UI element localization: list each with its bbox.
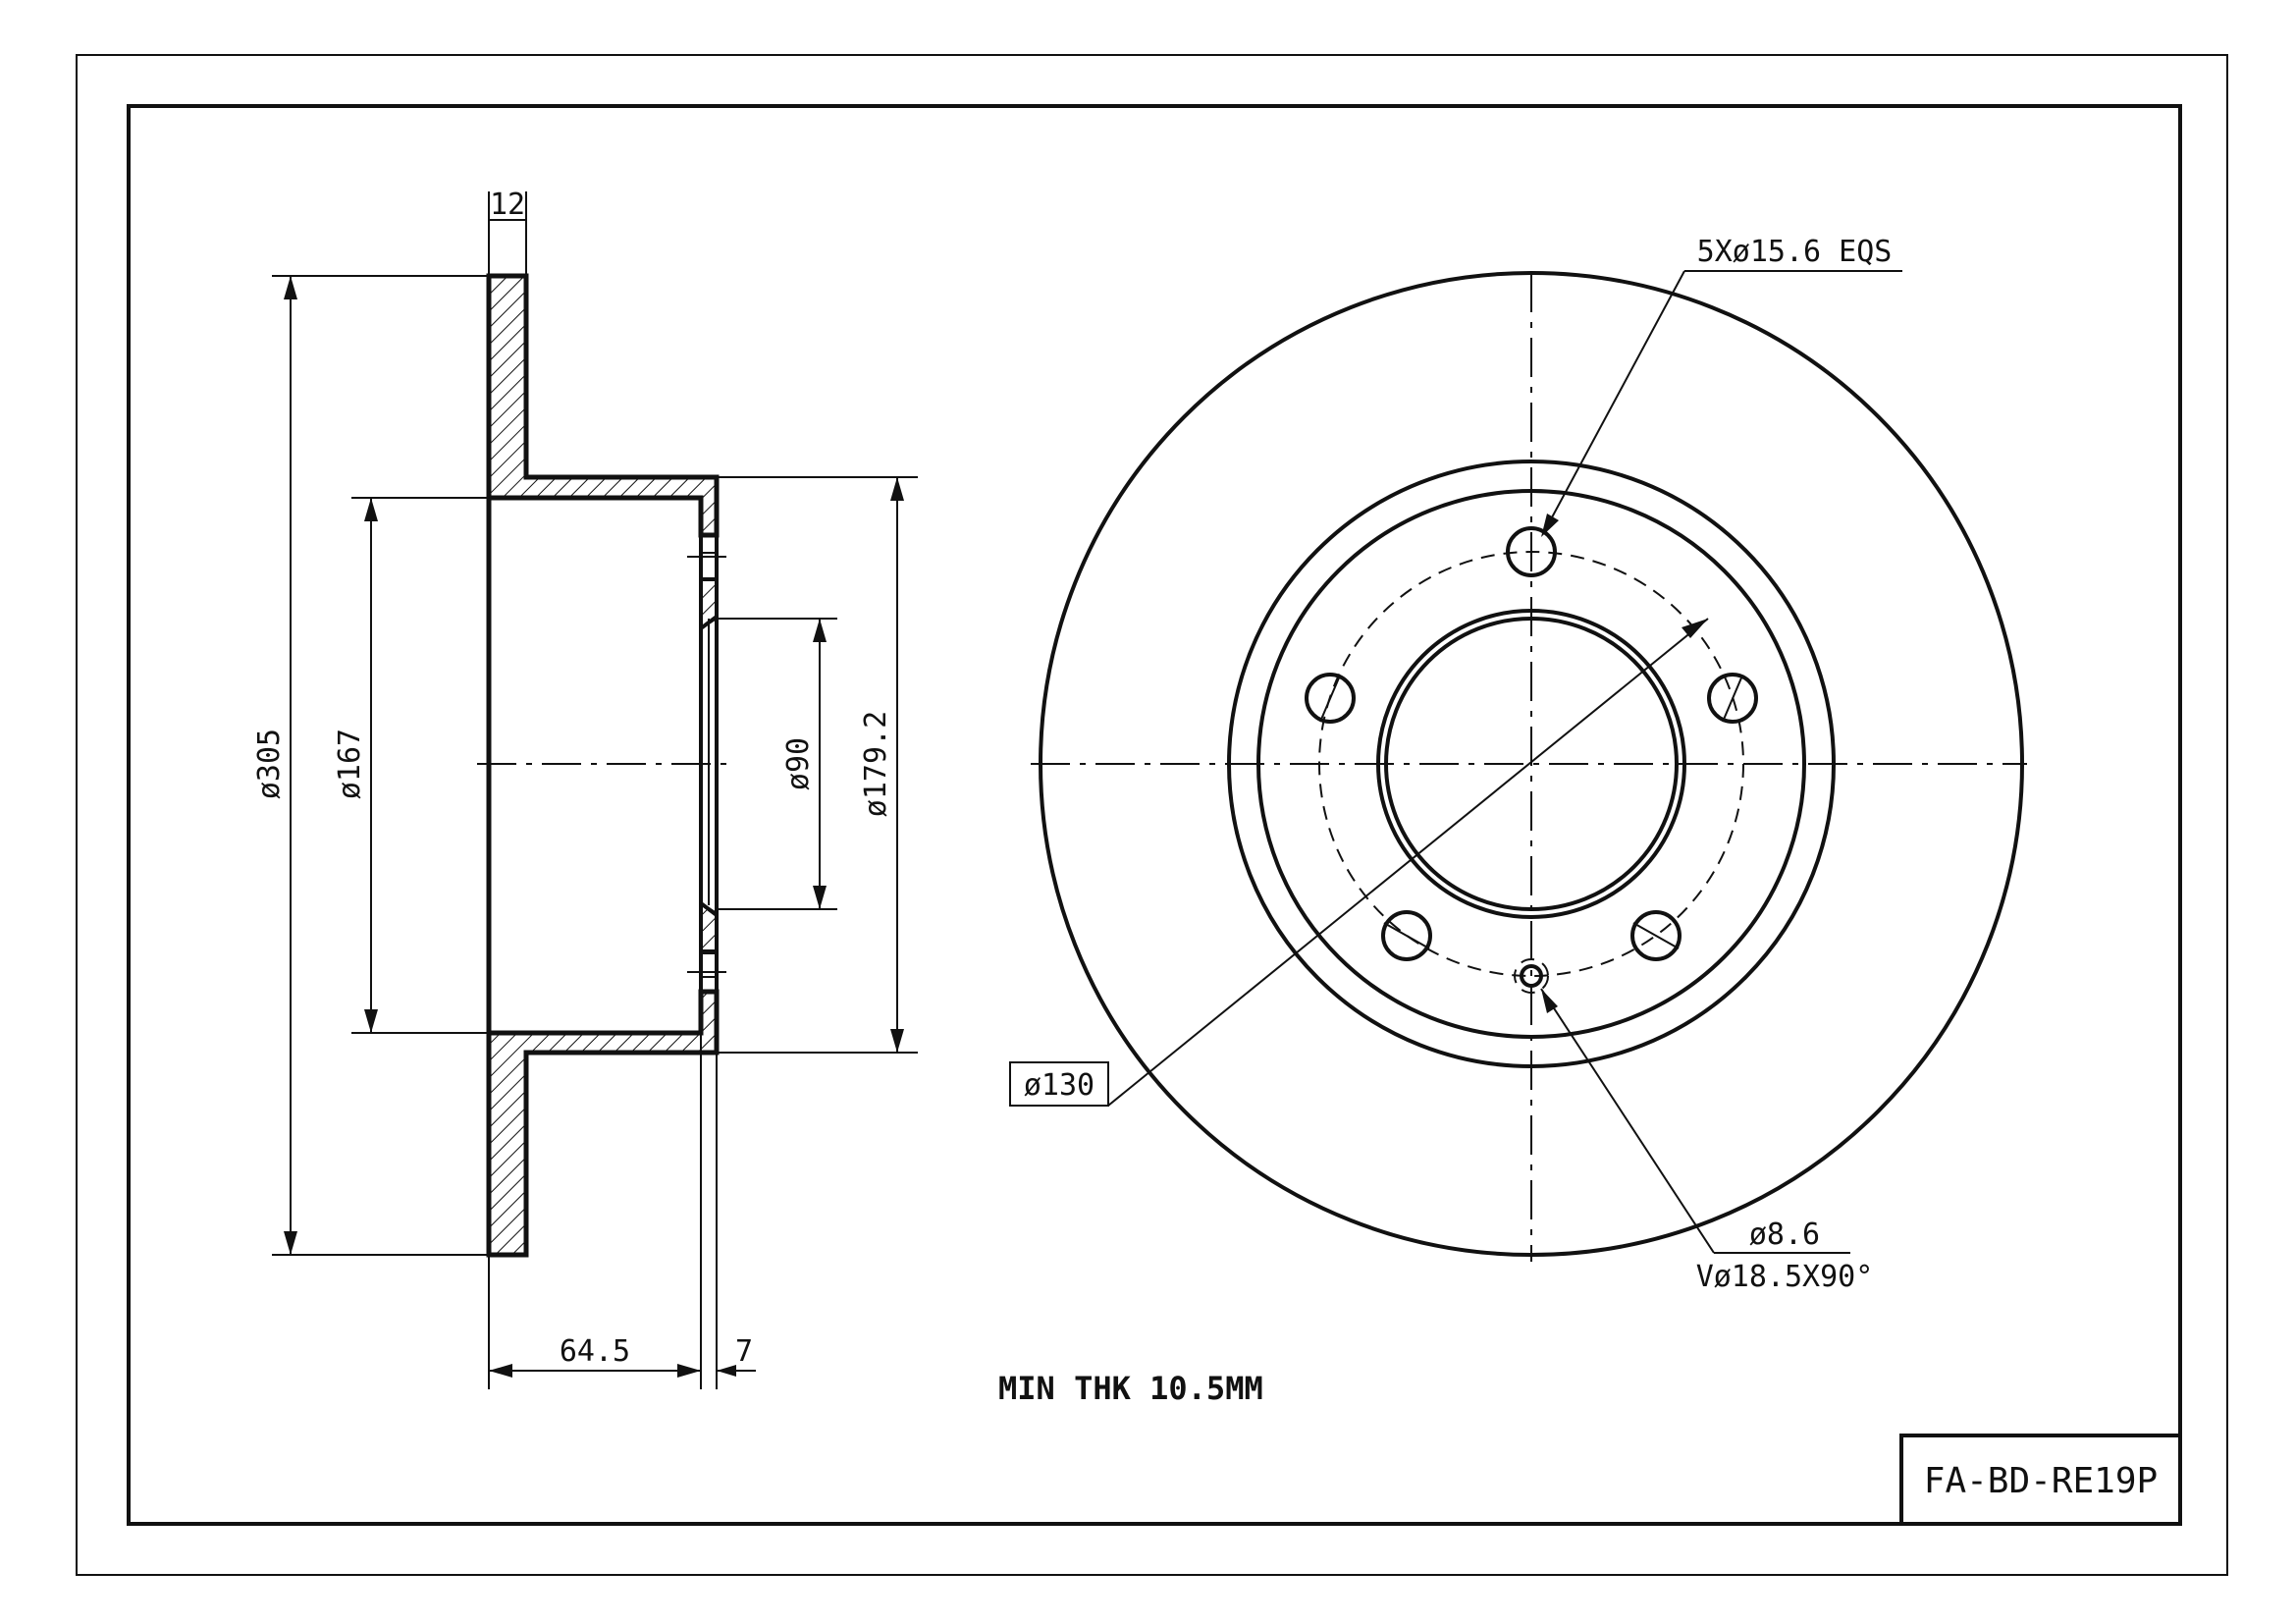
center-bore-outer: [1376, 609, 1686, 919]
bolt-hole: [1707, 673, 1758, 724]
title-box: [1899, 1434, 2182, 1526]
section-outline-bottom: [486, 989, 720, 1258]
dim-flange-thickness: 7: [735, 1334, 753, 1369]
bolt-hole: [1630, 910, 1682, 961]
min-thickness-note: MIN THK 10.5MM: [998, 1370, 1263, 1407]
dim-hat-inner-diameter: ø167: [333, 729, 367, 799]
callout-pcd: ø130: [1024, 1068, 1095, 1103]
pcd-callout-box: [1009, 1061, 1109, 1107]
dim-outer-diameter: ø305: [252, 729, 287, 799]
small-hole: [1520, 964, 1543, 988]
outer-frame: [76, 54, 2228, 1576]
callout-countersink: Vø18.5X90°: [1696, 1260, 1874, 1294]
countersink-hole: [1514, 958, 1549, 994]
hat-inner-edge: [1256, 489, 1806, 1039]
bolt-hole: [1506, 526, 1557, 577]
section-view: 12 ø305 ø167 ø90 ø179.2: [252, 188, 918, 1389]
pcd-circle: [1318, 551, 1744, 977]
callout-bolt-holes: 5Xø15.6 EQS: [1697, 235, 1893, 269]
dim-hat-outer-diameter: ø179.2: [859, 711, 893, 817]
section-outline-top: [486, 273, 720, 538]
bolt-hole: [1381, 910, 1432, 961]
callout-small-hole: ø8.6: [1749, 1218, 1820, 1252]
hat-outer-edge: [1227, 460, 1836, 1068]
dim-center-bore: ø90: [781, 737, 816, 790]
dim-hat-thickness: 12: [490, 188, 525, 222]
part-number: FA-BD-RE19P: [1924, 1461, 2158, 1501]
dim-offset: 64.5: [560, 1334, 630, 1369]
center-bore-inner: [1384, 617, 1679, 911]
front-view: 5Xø15.6 EQS ø130 ø8.6 Vø18.5X90°: [1009, 235, 2027, 1294]
disc-outer-edge: [1039, 271, 2024, 1257]
inner-frame: [127, 104, 2182, 1526]
bolt-hole: [1305, 673, 1356, 724]
